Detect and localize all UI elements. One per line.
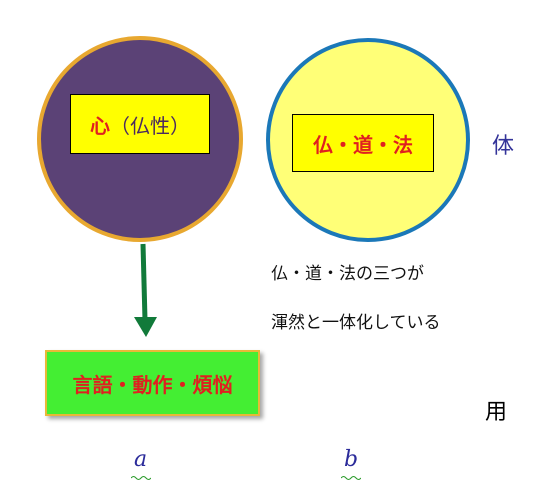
left-circle-label: 心 （仏性） — [70, 94, 210, 154]
right-circle-label: 仏・道・法 — [292, 114, 434, 172]
butsu-do-ho-label: 仏・道・法 — [313, 132, 413, 157]
letter-b-squiggle — [341, 476, 361, 480]
description-line-2: 渾然と一体化している — [271, 313, 441, 333]
green-box: 言語・動作・煩悩 — [45, 350, 260, 416]
tai-label: 体 — [492, 134, 515, 159]
you-label: 用 — [485, 400, 508, 425]
down-arrow-shaft — [140, 243, 148, 321]
gengo-dosa-bonno-label: 言語・動作・煩悩 — [72, 372, 233, 397]
down-arrow-head — [134, 317, 157, 337]
bussho-label: （仏性） — [110, 113, 190, 138]
letter-b: b — [344, 447, 359, 472]
shin-label: 心 — [90, 113, 110, 138]
letter-a: a — [134, 447, 148, 472]
letter-a-squiggle — [131, 476, 151, 480]
description-line-1: 仏・道・法の三つが — [271, 264, 424, 284]
